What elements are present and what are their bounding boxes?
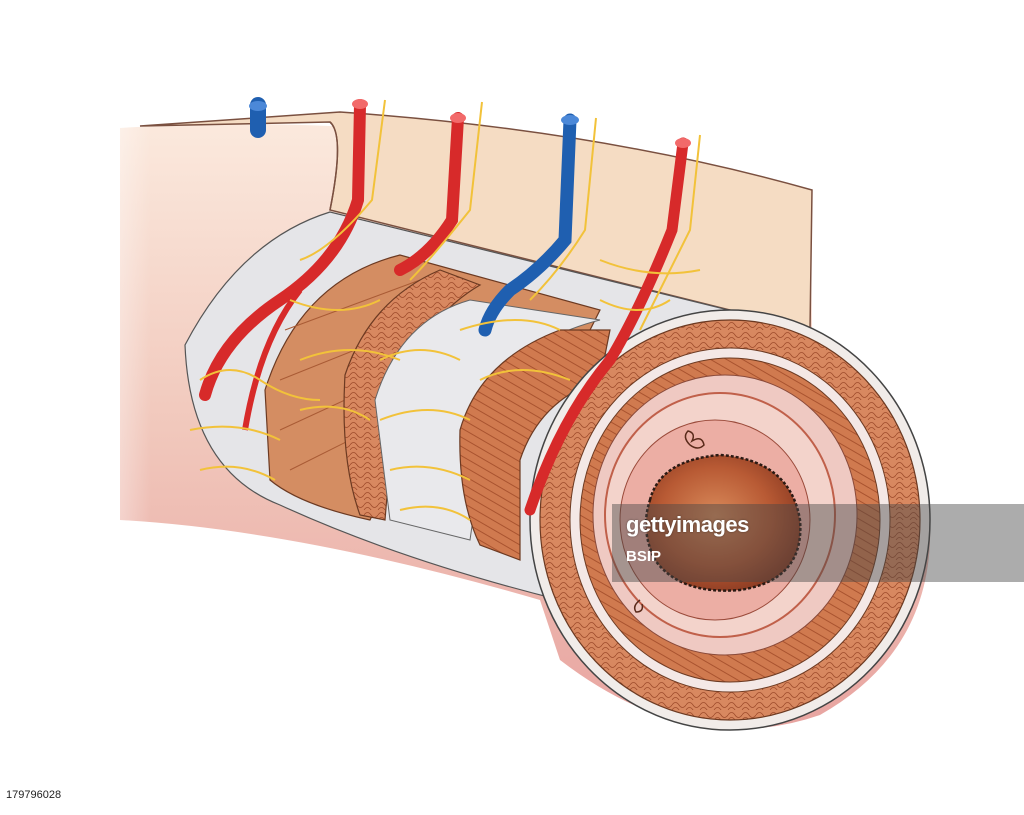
watermark-bar xyxy=(612,504,1024,582)
nerve-network xyxy=(189,99,701,521)
intestinal-lumen xyxy=(633,430,802,613)
vein-2 xyxy=(478,113,577,337)
artery-2 xyxy=(394,112,464,276)
inner-muscle-band xyxy=(459,329,611,561)
watermark-credit: BSIP xyxy=(626,548,662,565)
watermark-brand: gettyimages xyxy=(626,512,749,537)
image-id-label: 179796028 xyxy=(3,787,65,803)
